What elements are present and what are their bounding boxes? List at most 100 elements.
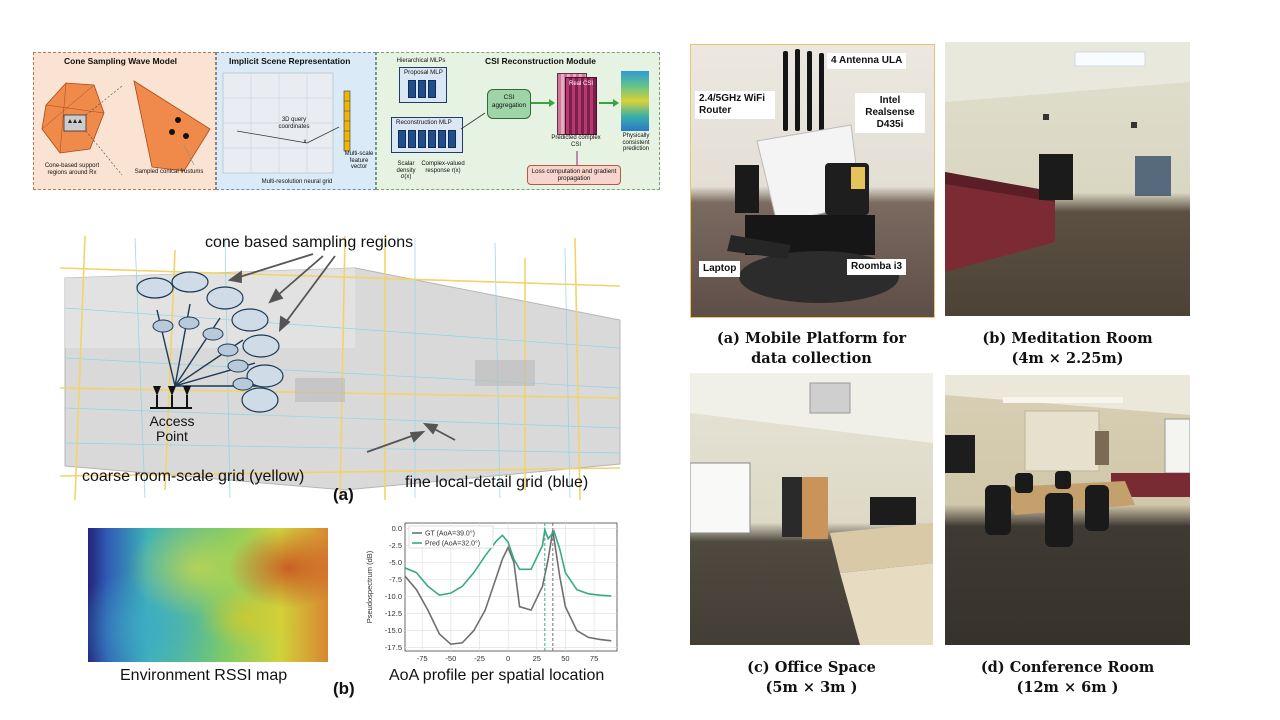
router-label: 2.4/5GHz WiFi Router <box>695 91 775 119</box>
x-tick-label: 50 <box>561 654 569 663</box>
query-coordinates-label: 3D query coordinates <box>278 117 310 130</box>
scene-figure: cone based sampling regions Access Point… <box>55 228 625 508</box>
aoa-profile-label: AoA profile per spatial location <box>389 667 605 684</box>
implicit-panel-title: Implicit Scene Representation <box>229 56 351 66</box>
y-tick-label: -5.0 <box>389 558 402 567</box>
csi-aggregation-box: CSI aggregation <box>487 89 531 119</box>
neural-grid-diagram <box>222 72 351 174</box>
predicted-csi-label: Predicted complex CSI <box>551 135 601 148</box>
proposal-mlp-label: Proposal MLP <box>404 69 443 76</box>
legend-entry-1: Pred (AoA=32.0°) <box>425 540 480 548</box>
mobile-platform-photo: 4 Antenna ULA 2.4/5GHz WiFi Router Intel… <box>690 44 935 318</box>
y-tick-label: -15.0 <box>385 626 402 635</box>
antenna-label: 4 Antenna ULA <box>827 53 907 69</box>
mlp-layer <box>448 130 456 148</box>
feature-vector-label: Multi-scale feature vector <box>344 151 374 170</box>
office-caption-line1: (c) Office Space <box>747 659 876 676</box>
csi-panel-title: CSI Reconstruction Module <box>485 56 596 66</box>
cone-panel-title: Cone Sampling Wave Model <box>64 56 178 66</box>
fine-grid-label: fine local-detail grid (blue) <box>405 474 589 491</box>
cone-regions-label: cone based sampling regions <box>205 234 414 251</box>
office-illustration <box>690 373 933 645</box>
mlp-layer <box>418 130 426 148</box>
scene-grid-render <box>59 235 621 501</box>
cone-diagram <box>41 80 211 176</box>
rssi-map-label: Environment RSSI map <box>120 667 288 684</box>
platform-caption-line1: (a) Mobile Platform for <box>716 330 907 347</box>
roomba-label: Roomba i3 <box>847 259 907 275</box>
conference-illustration <box>945 375 1190 547</box>
figure-b-label: (b) <box>333 679 355 698</box>
loss-computation-label: Loss computation and gradient propagatio… <box>531 168 617 182</box>
conference-caption: (d) Conference Room (12m × 6m ) <box>945 658 1190 698</box>
conical-frustums-label: Sampled conical frustums <box>134 169 204 175</box>
y-tick-label: -7.5 <box>389 575 402 584</box>
real-csi-label: Real CSI <box>568 81 593 87</box>
conference-caption-line1: (d) Conference Room <box>980 659 1155 676</box>
reconstruction-mlp-box: Reconstruction MLP <box>391 117 463 153</box>
platform-caption-line2: data collection <box>751 350 872 367</box>
hierarchical-mlps-label: Hierarchical MLPs <box>396 58 446 64</box>
intel-label: Intel Realsense D435i <box>855 93 925 133</box>
meditation-room-photo <box>945 42 1190 316</box>
y-tick-label: -2.5 <box>389 541 402 550</box>
x-tick-label: 75 <box>590 654 598 663</box>
physical-prediction-label: Physically consistent prediction <box>622 133 650 152</box>
coarse-grid-label: coarse room-scale grid (yellow) <box>82 468 305 485</box>
mlp-layer <box>408 130 416 148</box>
reconstruction-mlp-label: Reconstruction MLP <box>396 119 452 126</box>
x-tick-label: 0 <box>506 654 510 663</box>
office-space-photo <box>690 373 933 645</box>
physical-prediction-map <box>621 71 649 131</box>
meditation-caption: (b) Meditation Room (4m × 2.25m) <box>945 329 1190 369</box>
x-tick-label: -25 <box>474 654 485 663</box>
robot-illustration <box>727 49 899 303</box>
conference-room-photo <box>945 375 1190 645</box>
cone-sampling-panel: Cone Sampling Wave Model Cone-based supp… <box>33 52 216 190</box>
csi-module-panel: CSI Reconstruction Module Hierarchical M… <box>376 52 660 190</box>
legend-box <box>408 525 494 549</box>
scalar-density-label: Scalar density σ(x) <box>396 161 416 180</box>
neural-grid-label: Multi-resolution neural grid <box>261 179 333 185</box>
mlp-layer <box>438 130 446 148</box>
series-line-1 <box>404 526 612 597</box>
y-axis-label: Pseudospectrum (dB) <box>365 550 374 623</box>
mlp-layer <box>398 130 406 148</box>
x-tick-label: -50 <box>445 654 456 663</box>
laptop-label: Laptop <box>699 261 741 277</box>
mlp-layer <box>428 80 436 98</box>
access-point-label: Access Point <box>149 413 195 444</box>
y-tick-label: -10.0 <box>385 592 402 601</box>
platform-caption: (a) Mobile Platform for data collection <box>690 329 933 369</box>
figure-a-label: (a) <box>333 485 354 504</box>
implicit-scene-panel: Implicit Scene Representation 3D query c… <box>216 52 376 190</box>
conference-caption-line2: (12m × 6m ) <box>1016 679 1119 696</box>
x-tick-label: 25 <box>533 654 541 663</box>
aoa-chart: -75 -50 -25 0 25 50 75 0.0 -2.5 -5.0 -7.5 -10.0 -12.… <box>355 515 625 667</box>
meditation-caption-line2: (4m × 2.25m) <box>1011 350 1124 367</box>
csi-arrows <box>460 99 619 165</box>
y-tick-label: -17.5 <box>385 643 402 652</box>
pipeline-figure: Cone Sampling Wave Model Cone-based supp… <box>33 52 660 190</box>
office-caption: (c) Office Space (5m × 3m ) <box>690 658 933 698</box>
mlp-layer <box>418 80 426 98</box>
legend-entry-0: GT (AoA=39.0°) <box>425 530 475 538</box>
y-tick-label: 0.0 <box>392 524 402 533</box>
real-csi-matrix: Real CSI <box>565 77 597 135</box>
aoa-chart-svg: -75 -50 -25 0 25 50 75 0.0 -2.5 -5.0 -7.5 -10.0 -12.… <box>365 522 618 663</box>
cone-support-label: Cone-based support regions around Rx <box>44 163 100 176</box>
complex-response-label: Complex-valued response r(x) <box>421 161 465 174</box>
meditation-room-illustration <box>945 42 1190 272</box>
rssi-map <box>88 528 328 662</box>
loss-computation-box: Loss computation and gradient propagatio… <box>527 165 621 185</box>
office-caption-line2: (5m × 3m ) <box>765 679 858 696</box>
proposal-mlp-box: Proposal MLP <box>399 67 447 103</box>
mlp-layer <box>428 130 436 148</box>
mlp-layer <box>408 80 416 98</box>
y-tick-label: -12.5 <box>385 609 402 618</box>
meditation-caption-line1: (b) Meditation Room <box>982 330 1153 347</box>
query-x-label: x <box>303 139 307 145</box>
csi-aggregation-label: CSI aggregation <box>491 94 527 109</box>
x-tick-label: -75 <box>417 654 428 663</box>
series-line-0 <box>404 530 612 646</box>
